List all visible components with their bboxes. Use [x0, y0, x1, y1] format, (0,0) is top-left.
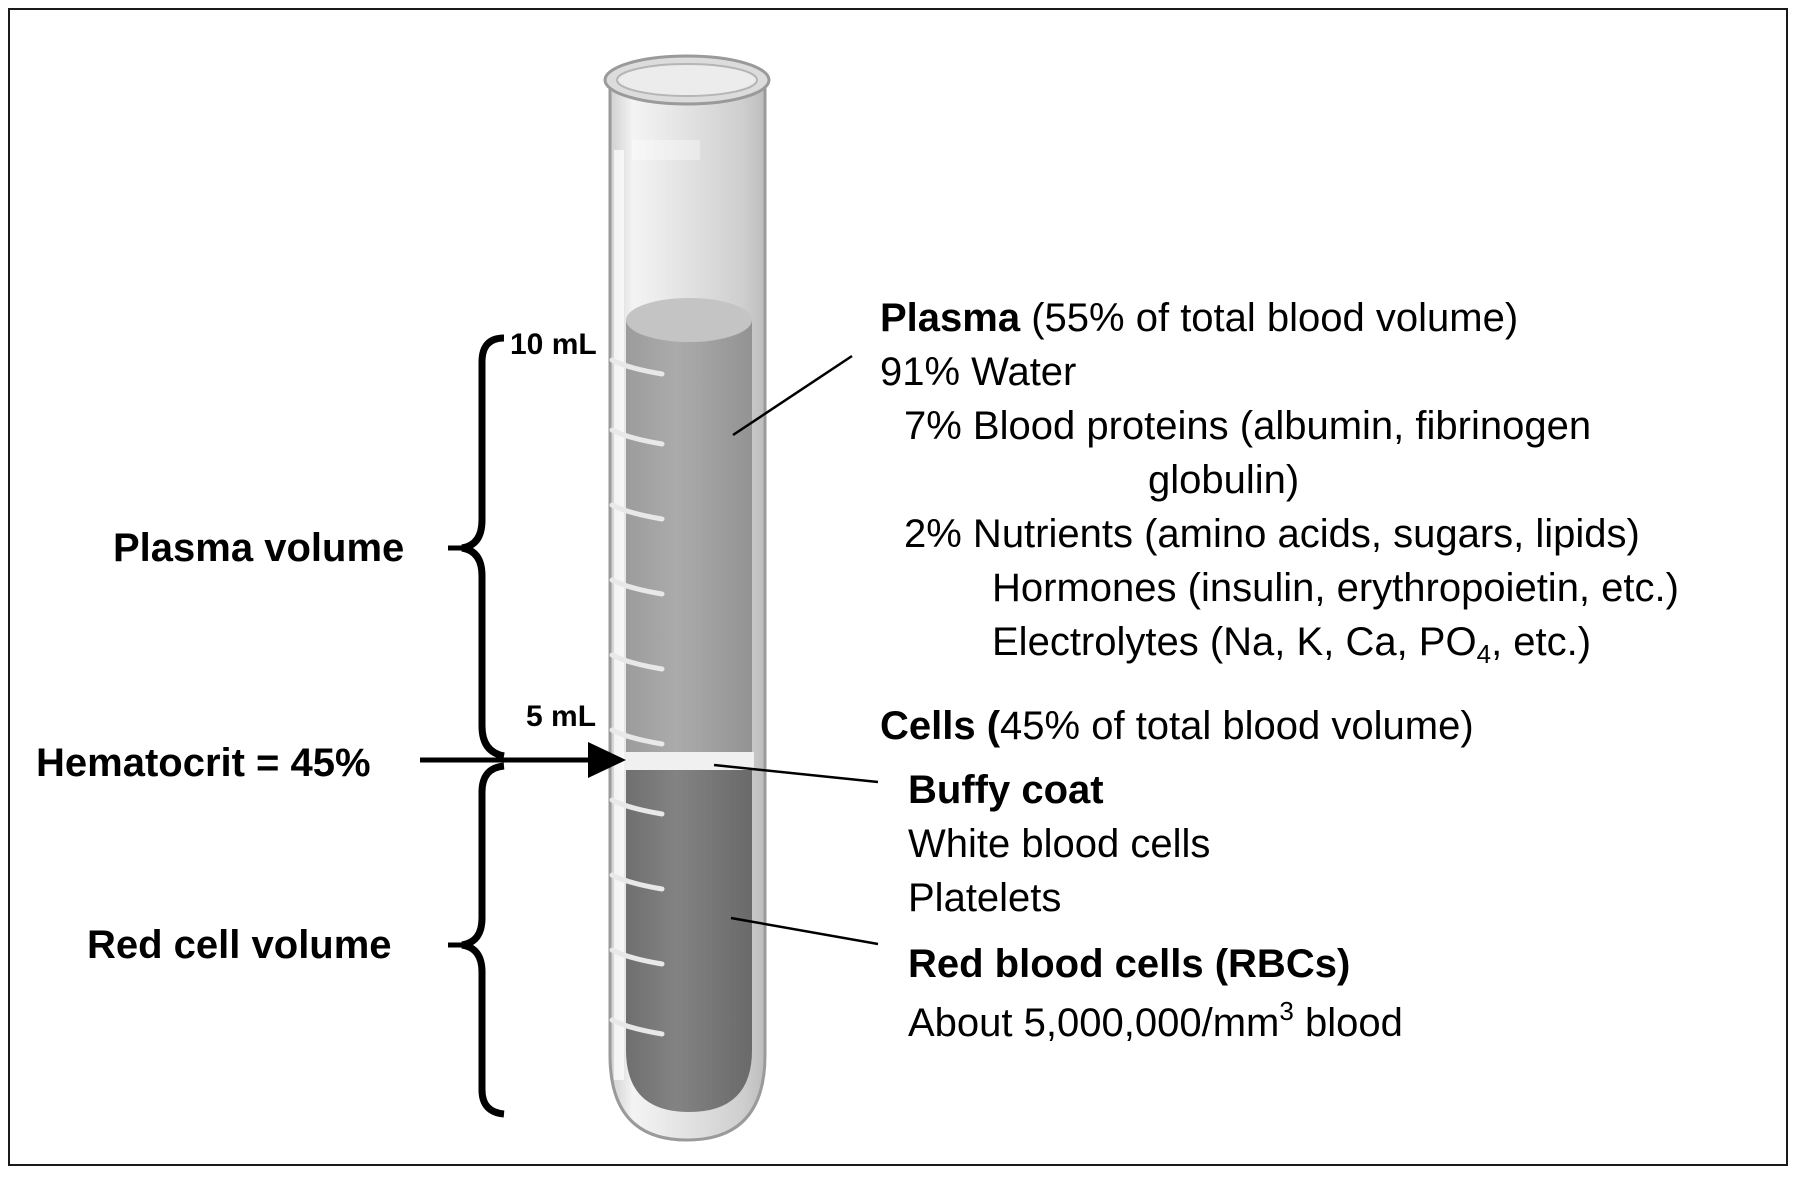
white-blood-cells-text: White blood cells	[908, 822, 1211, 866]
plasma-proteins-line1: 7% Blood proteins (albumin, fibrinogen	[904, 404, 1592, 448]
graduation-marks	[609, 357, 665, 1037]
red-cell-layer	[626, 770, 752, 1112]
plasma-heading: Plasma (55% of total blood volume)	[880, 296, 1519, 340]
label-5ml: 5 mL	[526, 700, 597, 733]
label-hematocrit: Hematocrit = 45%	[36, 741, 371, 785]
plasma-proteins-line2: globulin)	[1148, 458, 1300, 502]
label-red-cell-volume: Red cell volume	[87, 923, 392, 967]
rbc-leader-line	[730, 916, 879, 946]
red-cell-volume-brace	[461, 762, 505, 1118]
buffy-leader-line	[713, 763, 879, 784]
plasma-water: 91% Water	[880, 350, 1077, 394]
label-plasma-volume: Plasma volume	[113, 526, 405, 570]
cells-heading: Cells (45% of total blood volume)	[880, 704, 1474, 748]
figure-frame	[8, 8, 1788, 1166]
platelets-text: Platelets	[908, 876, 1062, 920]
tube-glare	[614, 150, 624, 1080]
label-10ml: 10 mL	[510, 328, 597, 361]
plasma-hormones: Hormones (insulin, erythropoietin, etc.)	[992, 566, 1679, 610]
plasma-nutrients: 2% Nutrients (amino acids, sugars, lipid…	[904, 512, 1640, 556]
rbc-heading: Red blood cells (RBCs)	[908, 942, 1351, 986]
rbc-count: About 5,000,000/mm3 blood	[908, 996, 1403, 1045]
plasma-leader-line	[732, 354, 853, 437]
plasma-volume-brace	[461, 334, 505, 760]
plasma-electrolytes: Electrolytes (Na, K, Ca, PO4, etc.)	[992, 620, 1592, 669]
buffy-coat-heading: Buffy coat	[908, 768, 1104, 812]
plasma-layer	[626, 320, 752, 752]
tube-highlight	[632, 140, 700, 160]
hematocrit-arrowhead	[588, 742, 626, 778]
plasma-meniscus	[626, 298, 752, 342]
